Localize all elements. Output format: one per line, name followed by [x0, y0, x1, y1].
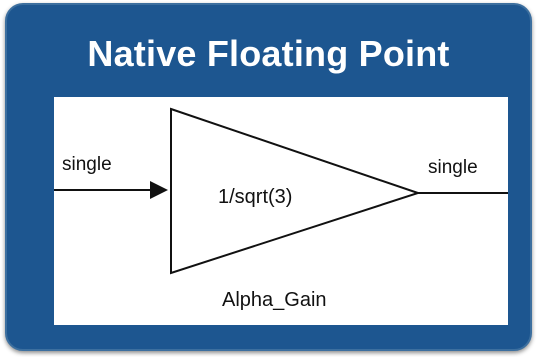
- model-canvas: single 1/sqrt(3) single Alpha_Gain: [54, 97, 508, 325]
- slide-title: Native Floating Point: [87, 33, 450, 74]
- output-signal-label: single: [428, 157, 478, 178]
- input-arrowhead: [150, 181, 168, 199]
- input-signal-label: single: [62, 154, 112, 175]
- block-name-label[interactable]: Alpha_Gain: [222, 289, 327, 311]
- gain-expression: 1/sqrt(3): [218, 186, 292, 208]
- diagram-svg: single 1/sqrt(3) single Alpha_Gain: [54, 107, 508, 311]
- gain-block[interactable]: [170, 107, 422, 275]
